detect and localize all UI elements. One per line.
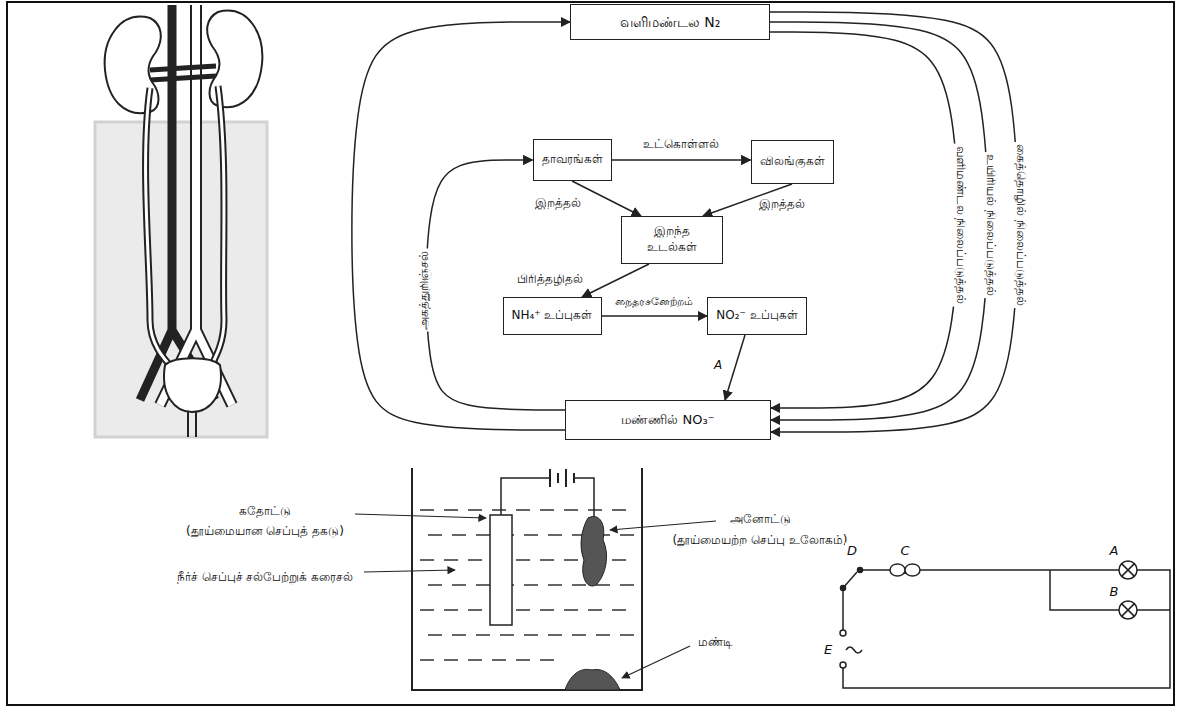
box-text: மண்ணில் NO₃⁻ [621,412,714,429]
part-label: கதோட்டு [237,504,293,520]
part-label: (தூய்மையற்ற செப்பு உலோகம்) [671,533,850,549]
part-label: நீர்ச் செப்புச் சல்பேற்றுக் கரைசல் [171,570,360,586]
cathode-plate [490,515,512,625]
cycle-arrow [770,22,988,420]
solution-dash [428,534,636,536]
left-kidney [105,17,161,113]
leader-line [622,646,690,678]
switch-contact [858,568,863,573]
outer-frame [7,2,1174,705]
component-letter: E [822,642,834,659]
cycle-box: வளிமண்டல N₂ [570,4,770,40]
lamp-circuit [840,561,1170,688]
edge-label: உயிரியல் நிலைப்படுத்தல் [982,152,998,298]
edge-label: இறத்தல் [757,197,807,213]
electrolysis-cell [355,468,716,690]
battery-symbol [550,469,574,487]
cell-wire [501,478,594,516]
cycle-box: மண்ணில் NO₃⁻ [565,400,771,440]
source-terminal [840,630,846,636]
photo-backdrop [95,122,267,437]
edge-label: உட்கொள்ளல் [641,137,721,153]
box-text: இறந்த உடல்கள் [629,224,715,255]
leader-line [364,570,455,572]
cycle-box: இறந்த உடல்கள் [621,216,723,264]
cycle-arrow [770,32,958,408]
ac-symbol [846,647,862,653]
edge-label: இறத்தல் [533,196,583,212]
lamp-symbol [1119,561,1137,579]
cycle-box: NH₄⁺ உப்புகள் [503,297,602,335]
ureter-outline [146,86,224,372]
urethra [188,412,196,437]
solution-dash [420,509,636,511]
renal-vessels [150,66,216,80]
solution-dash [428,634,636,636]
lamp-cross [1122,604,1135,617]
box-text: NO₂⁻ உப்புகள் [716,308,797,324]
fuse-symbol [890,564,920,576]
edge-label: A [712,358,724,374]
leader-line [355,514,486,518]
box-text: தாவரங்கள் [542,152,603,168]
urinary-system-figure [95,5,267,437]
edge-label: பிரித்தழிதல் [515,272,585,288]
leader-line [610,521,716,530]
source-terminal [840,662,846,668]
cycle-box: தாவரங்கள் [533,139,612,181]
cycle-arrow [770,12,1018,432]
edge-label: வளிமண்டல நிலைப்படுத்தல் [952,144,968,307]
cycle-arrow [602,315,708,317]
cycle-arrow [582,264,649,297]
edge-label: அகத்துறிஞ்சல் [417,249,433,332]
box-text: NH₄⁺ உப்புகள் [512,308,593,324]
component-letter: B [1108,584,1121,601]
solution-dash [428,584,636,586]
bladder [164,358,221,412]
edge-label: நைதரசனேற்றம் [613,295,695,309]
box-text: விலங்குகள் [760,154,825,170]
solution-dash [420,609,636,611]
cycle-box: NO₂⁻ உப்புகள் [707,297,807,335]
solution-dashes [420,510,636,660]
component-letter: A [1108,543,1121,560]
switch-lever [843,572,857,588]
box-text: வளிமண்டல N₂ [620,13,721,31]
cycle-box: விலங்குகள் [751,140,834,184]
anode-metal [581,517,606,586]
component-letter: C [898,543,911,560]
part-label: (தூய்மையான செப்புத் தகடு) [184,524,346,540]
part-label: அனோட்டு [728,512,793,528]
ureter [146,86,224,372]
solution-dash [420,659,560,661]
anode-sludge [565,669,620,690]
beaker [412,468,642,690]
component-letter: D [845,543,859,560]
lamp-cross [1122,564,1135,577]
part-label: மண்டி [696,635,735,651]
cycle-arrow [352,22,570,430]
circuit-wire [843,570,1170,688]
edge-label: கைத்தொழில் நிலைப்படுத்தல் [1012,142,1028,308]
cycle-arrow [612,159,751,161]
lamp-symbol [1119,601,1137,619]
cycle-arrow [725,335,745,400]
